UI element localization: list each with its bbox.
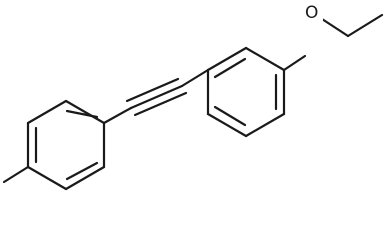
bond bbox=[2, 165, 30, 184]
bond bbox=[64, 165, 106, 191]
bond bbox=[26, 99, 68, 125]
bond bbox=[320, 17, 350, 38]
methyl-group bbox=[2, 165, 30, 184]
bond bbox=[282, 54, 307, 72]
triple-bond-line bbox=[129, 84, 184, 110]
triple-bond-line bbox=[125, 77, 180, 103]
bond bbox=[180, 68, 210, 88]
chemical-structure-diagram: O bbox=[0, 0, 388, 194]
bond bbox=[244, 46, 286, 72]
bond bbox=[102, 106, 133, 125]
ethoxy-group: O bbox=[282, 2, 384, 72]
bond bbox=[244, 112, 286, 138]
left-benzene-ring bbox=[26, 99, 106, 191]
bond bbox=[206, 112, 248, 138]
alkyne-triple-bond bbox=[102, 68, 210, 125]
canvas-background bbox=[0, 0, 388, 194]
aromatic-inner-bond bbox=[213, 57, 247, 79]
oxygen-label-mask bbox=[306, 2, 323, 24]
triple-bond-line bbox=[133, 91, 188, 117]
aromatic-inner-bond bbox=[213, 105, 247, 127]
oxygen-atom-label: O bbox=[305, 3, 318, 23]
bond bbox=[26, 165, 68, 191]
bond bbox=[346, 13, 384, 38]
aromatic-inner-bond bbox=[65, 109, 99, 119]
aromatic-inner-bond bbox=[65, 161, 99, 181]
bond bbox=[206, 46, 248, 72]
right-benzene-ring bbox=[206, 46, 286, 138]
bond bbox=[64, 99, 106, 125]
